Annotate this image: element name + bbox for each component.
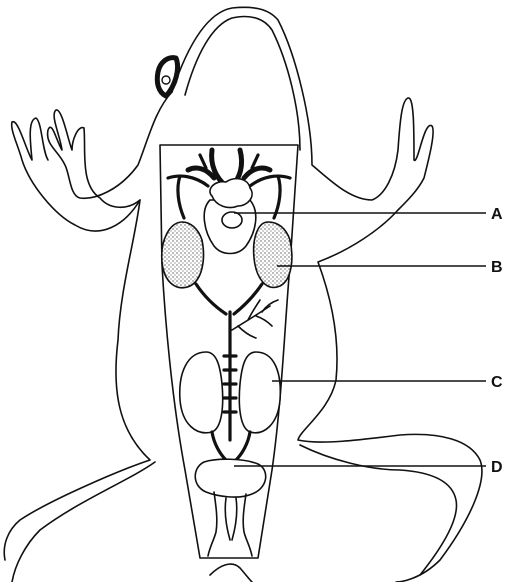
left-kidney: [180, 352, 223, 433]
left-body-outline: [4, 92, 172, 560]
label-b: B: [491, 259, 503, 276]
right-kidney: [239, 352, 280, 433]
label-a: A: [491, 206, 503, 223]
left-lung: [162, 222, 204, 288]
head-inner-outline: [185, 17, 300, 151]
bladder: [195, 459, 265, 556]
tail-area-outline: [210, 564, 252, 582]
right-hindleg-outline: [300, 445, 457, 575]
right-lung: [254, 222, 292, 287]
label-c: C: [491, 374, 503, 391]
eye: [157, 58, 177, 96]
heart: [204, 179, 256, 254]
left-hindleg-outline: [12, 462, 155, 582]
label-d: D: [491, 459, 503, 476]
